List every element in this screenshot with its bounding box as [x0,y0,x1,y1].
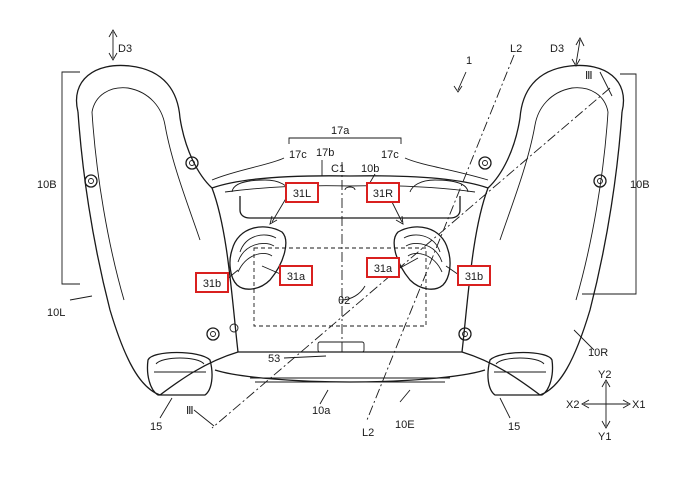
left-grip [75,64,213,396]
label-10E: 10E [395,419,415,431]
label-31R: 31R [373,188,393,200]
dimension-brackets [61,71,637,295]
axes-legend: Y2 Y1 X2 X1 [566,369,645,443]
label-31b-left: 31b [203,278,221,290]
rear-panel [211,187,489,353]
axis-y1: Y1 [598,431,611,443]
reference-lines [211,54,611,429]
grip-tip-right [487,351,554,396]
label-iii-top: Ⅲ [585,70,593,82]
label-10B-right: 10B [630,179,650,191]
label-31b-right: 31b [465,271,483,283]
label-10a: 10a [312,405,331,417]
axis-x1: X1 [632,399,645,411]
label-17a: 17a [331,125,350,137]
grip-tip-left [146,351,213,396]
axis-y2: Y2 [598,369,611,381]
reference-labels: 1 D3 D3 L2 Ⅲ 17a 17c 17b 17c C1 10b 10B … [37,43,650,439]
right-grip [487,64,625,396]
back-button-right [393,226,451,290]
label-31a-right: 31a [374,263,393,275]
label-d3-left: D3 [118,43,132,55]
label-31L: 31L [293,188,311,200]
label-c1: C1 [331,163,345,175]
label-31a-left: 31a [287,271,306,283]
label-15-left: 15 [150,421,162,433]
label-10b: 10b [361,163,379,175]
highlighted-labels: 31L 31R 31a 31a 31b 31b [195,182,491,293]
label-10L: 10L [47,307,65,319]
label-17c-left: 17c [289,149,307,161]
label-17c-right: 17c [381,149,399,161]
screws [84,156,607,341]
label-theta2: θ2 [338,295,350,307]
label-d3-right: D3 [550,43,564,55]
label-53: 53 [268,353,280,365]
label-l2-top: L2 [510,43,522,55]
label-10R: 10R [588,347,608,359]
label-ref-1: 1 [466,55,472,67]
label-iii-bottom: Ⅲ [186,405,194,417]
axis-x2: X2 [566,399,579,411]
label-10B-left: 10B [37,179,57,191]
body-bottom [159,341,541,396]
label-l2-bottom: L2 [362,427,374,439]
label-17b: 17b [316,147,334,159]
body-top-edge [211,175,489,193]
back-button-left [229,226,287,290]
leader-lines [69,29,613,427]
label-15-right: 15 [508,421,520,433]
